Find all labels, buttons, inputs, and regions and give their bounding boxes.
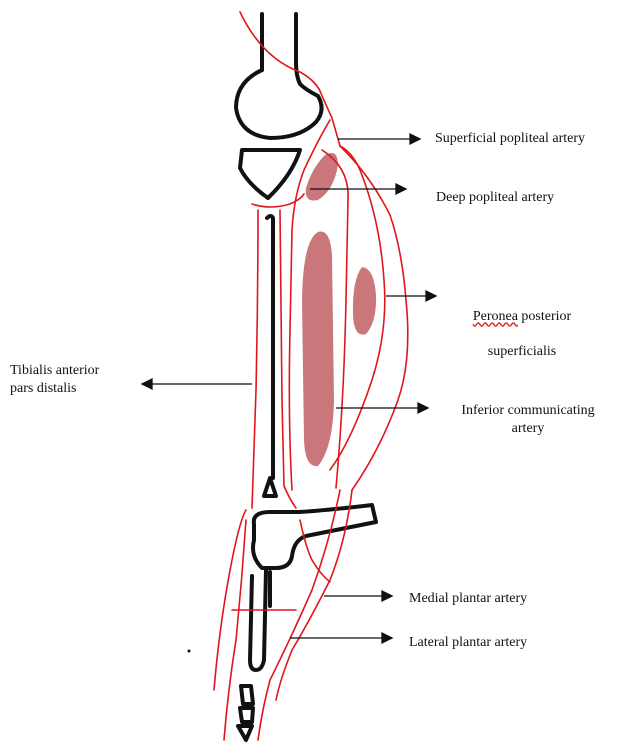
label-tibialis-anterior: Tibialis anterior pars distalis (10, 362, 99, 397)
muscle-patch-main (302, 231, 334, 466)
muscle-patch-upper (306, 153, 338, 201)
muscle-patch-side (353, 267, 376, 335)
tibia-shaft (267, 216, 273, 478)
label-inferior-communicating-artery: Inferior communicating artery (444, 402, 612, 437)
muscle-patches (302, 153, 376, 466)
phalanx-3 (238, 726, 252, 740)
tarsus (253, 505, 376, 568)
artery-tibial-right (280, 210, 296, 508)
patella (240, 150, 300, 198)
femur-condyle (236, 62, 322, 138)
phalanx-1 (241, 686, 253, 704)
artery-foot-right (276, 490, 352, 700)
label-peronea-word: Peronea (473, 309, 518, 324)
tibia-tip (264, 478, 276, 496)
label-peronea-line2: superficialis (488, 344, 556, 359)
artery-main-trunk (240, 12, 340, 146)
label-medial-plantar-artery: Medial plantar artery (409, 590, 527, 608)
label-superficial-popliteal-artery: Superficial popliteal artery (435, 130, 585, 148)
metatarsal (250, 570, 266, 670)
label-lateral-plantar-artery: Lateral plantar artery (409, 634, 527, 652)
label-peronea-posterior-superficialis: Peronea posterior superficialis (452, 290, 592, 360)
label-deep-popliteal-artery: Deep popliteal artery (436, 189, 554, 207)
stray-dot (188, 650, 191, 653)
phalanx-2 (240, 708, 253, 722)
artery-foot-mid (258, 490, 340, 740)
artery-leg-edge (214, 510, 246, 690)
artery-tibial-left (252, 210, 258, 508)
label-peronea-rest: posterior (518, 309, 571, 324)
